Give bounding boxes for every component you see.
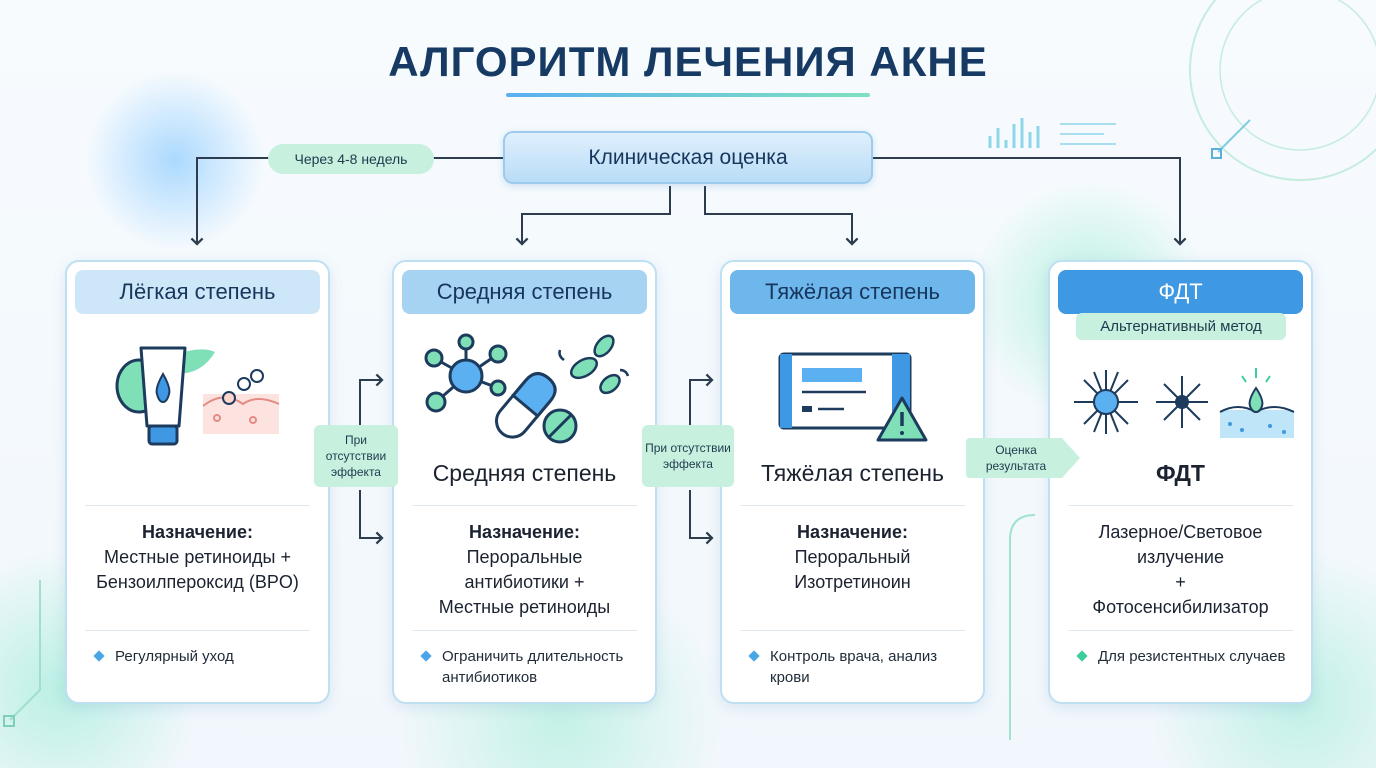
outcome-pill-shape [966, 438, 1080, 478]
skin-droplet-icon [1219, 368, 1295, 438]
arrow-moderate-severe-up [689, 373, 714, 430]
arrow-to-pdt [873, 157, 1187, 246]
arrow-mild-moderate-down [359, 490, 384, 545]
card-moderate-illustration [424, 333, 630, 444]
no-effect-pill-1: При отсутствии эффекта [314, 425, 398, 487]
title-underline [506, 93, 870, 97]
arrow-moderate-severe-down [689, 490, 714, 545]
card-severe-subtitle: Тяжёлая степень [761, 460, 944, 486]
card-severe-appointment: Назначение: Пероральный Изотретиноин [722, 520, 983, 595]
card-moderate-header: Средняя степень [402, 270, 647, 314]
appointment-label: Назначение: [796, 522, 908, 542]
skin-pimples-icon [202, 369, 280, 434]
card-pdt-appointment: Лазерное/Световое излучение + Фотосенсиб… [1050, 520, 1311, 620]
divider [412, 630, 637, 631]
card-moderate-appointment: Назначение: Пероральные антибиотики + Ме… [394, 520, 655, 620]
page-title: АЛГОРИТМ ЛЕЧЕНИЯ АКНЕ [388, 38, 988, 85]
card-severe: Тяжёлая степень Тяжёлая степень Назначен… [720, 260, 985, 704]
capsule-icon [495, 372, 557, 439]
appointment-line: Лазерное/Световое [1098, 522, 1263, 542]
card-severe-header: Тяжёлая степень [730, 270, 975, 314]
loop-interval-badge: Через 4-8 недель [268, 144, 434, 174]
card-pdt-illustration [1074, 368, 1295, 438]
card-mild-illustration [115, 346, 280, 446]
appointment-line: Пероральный [794, 547, 911, 567]
appointment-line: Пероральные [466, 547, 583, 567]
card-mild-header: Лёгкая степень [75, 270, 320, 314]
molecule-icon [424, 333, 508, 413]
card-mild: Лёгкая степень Назначени [65, 260, 330, 704]
card-moderate-subtitle: Средняя степень [432, 460, 617, 486]
appointment-label: Назначение: [141, 522, 253, 542]
divider [412, 505, 637, 506]
card-pdt-subtitle: ФДТ [1156, 460, 1205, 486]
bullet-icon [420, 650, 432, 662]
bullet-icon [93, 650, 105, 662]
arrow-to-severe [704, 186, 859, 246]
divider [85, 630, 310, 631]
clinical-assessment-box: Клиническая оценка [503, 131, 873, 184]
bacteria-icon [558, 334, 630, 395]
sun-light-icon [1074, 370, 1138, 434]
note-text: Ограничить длительность антибиотиков [442, 648, 624, 686]
divider [1068, 505, 1293, 506]
appointment-line: Бензоилпероксид (BPO) [96, 572, 299, 592]
card-severe-illustration [778, 352, 928, 442]
appointment-line: Местные ретиноиды [438, 597, 611, 617]
bullet-icon [748, 650, 760, 662]
appointment-line: + [1175, 572, 1186, 592]
bullet-icon [1076, 650, 1088, 662]
star-light-icon [1156, 376, 1208, 428]
note-text: Регулярный уход [115, 648, 234, 665]
card-mild-appointment: Назначение: Местные ретиноиды + Бензоилп… [67, 520, 328, 595]
tablet-icon [542, 408, 578, 444]
appointment-line: антибиотики + [464, 572, 585, 592]
arrow-mild-moderate-up [359, 373, 384, 430]
card-moderate: Средняя степень [392, 260, 657, 704]
card-pdt-header: ФДТ [1058, 270, 1303, 314]
warning-icon [876, 396, 928, 442]
appointment-label: Назначение: [468, 522, 580, 542]
divider [1068, 630, 1293, 631]
divider [85, 505, 310, 506]
divider [740, 505, 965, 506]
alternative-method-badge: Альтернативный метод [1076, 313, 1286, 340]
appointment-line: Фотосенсибилизатор [1092, 597, 1269, 617]
note-text: Для резистентных случаев [1098, 648, 1286, 665]
outcome-label: Оценка результата [985, 443, 1047, 473]
arrow-to-moderate [515, 186, 671, 246]
cream-tube-icon [139, 346, 187, 446]
appointment-line: Изотретиноин [794, 572, 911, 592]
note-text: Контроль врача, анализ крови [770, 648, 938, 686]
appointment-line: Местные ретиноиды + [103, 547, 292, 567]
divider [740, 630, 965, 631]
appointment-line: излучение [1136, 547, 1224, 567]
no-effect-pill-2: При отсутствии эффекта [642, 425, 734, 487]
